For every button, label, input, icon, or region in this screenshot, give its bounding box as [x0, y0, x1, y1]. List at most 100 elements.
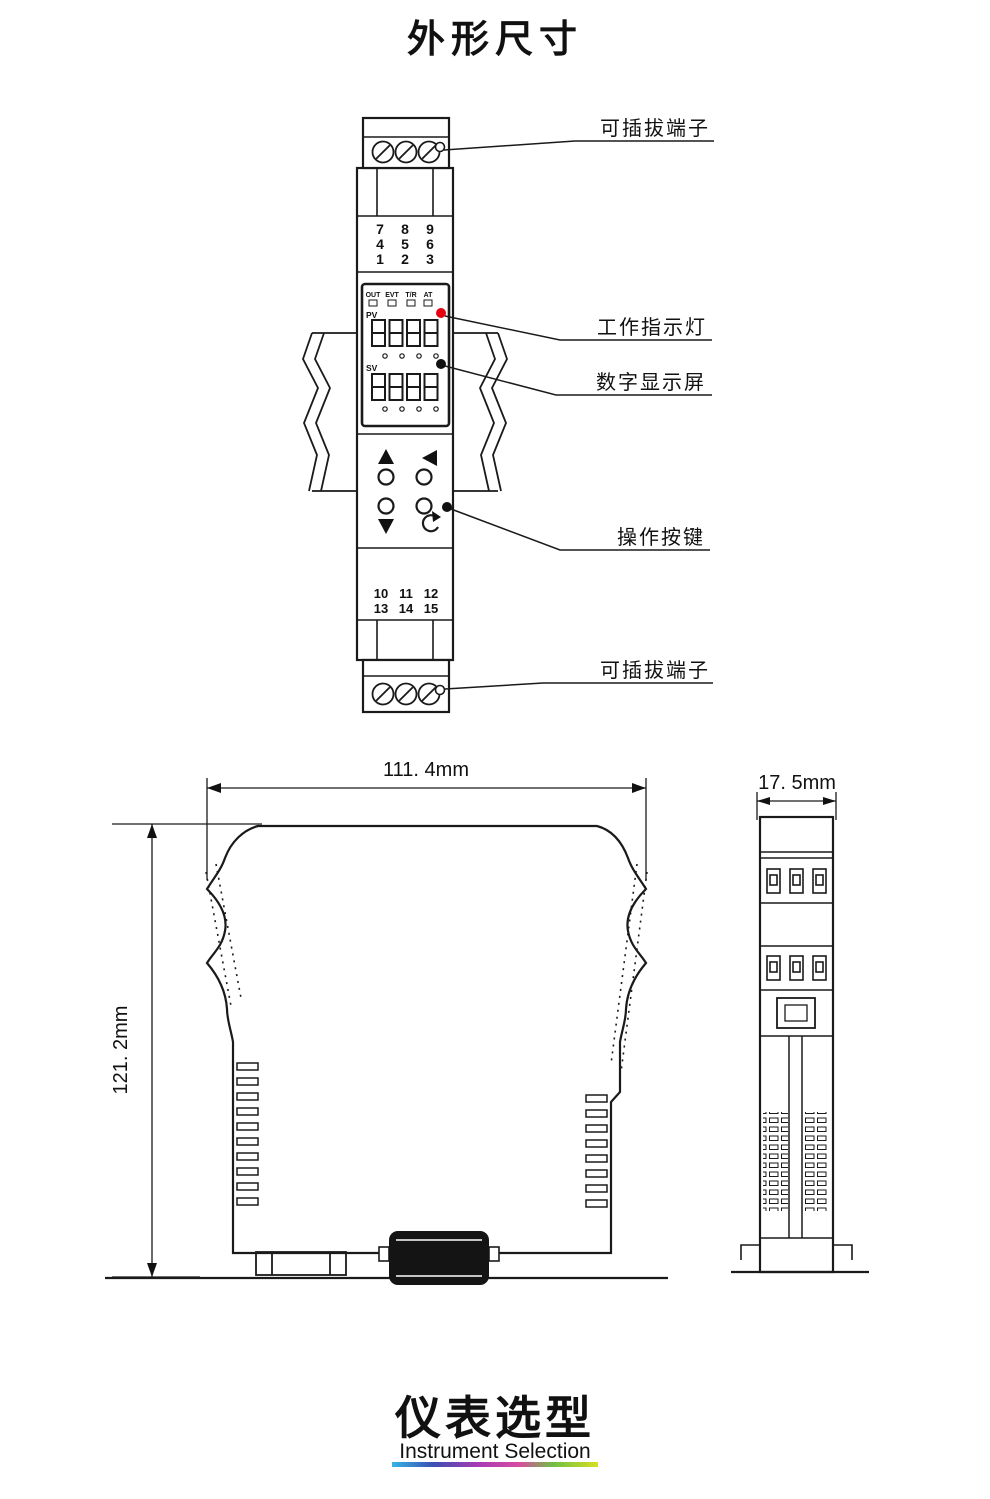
dim-arrow-left [207, 783, 221, 793]
up-key-button [377, 468, 395, 486]
page-title: 外形尺寸 [407, 19, 583, 61]
side-din-rail [740, 1244, 853, 1260]
terminal-cover-dotted-lines [205, 863, 648, 1073]
callout-labels: 可插拔端子 工作指示灯 数字显示屏 操作按键 可插拔端子 [596, 117, 710, 682]
enter-key-button [415, 497, 433, 515]
dimension-depth [756, 792, 837, 820]
terminal-number: 15 [424, 601, 438, 616]
terminal-numbers-bottom: 10 11 12 13 14 15 [374, 586, 438, 616]
status-led [423, 299, 433, 307]
side-profile-view [731, 815, 869, 1274]
top-terminal-block [361, 116, 451, 170]
down-key-button [377, 497, 395, 515]
decimal-dot [399, 406, 405, 412]
digital-display-unit: OUT EVT T/R AT PV [360, 282, 451, 428]
footer-section: 仪表选型 Instrument Selection [392, 1392, 598, 1467]
side-latch [776, 997, 816, 1029]
dimension-width [206, 778, 647, 880]
callout-anchor-top-terminal [434, 141, 446, 153]
left-arrow-key-icon [422, 450, 437, 466]
side-terminals-row2 [766, 955, 827, 981]
leader-display [444, 365, 712, 396]
leader-terminal-bottom [444, 682, 713, 690]
sv-label: SV [366, 363, 378, 373]
bottom-collar [357, 619, 453, 660]
din-rail-left-edges [312, 332, 357, 492]
top-collar [357, 168, 453, 273]
side-terminals-row1 [766, 868, 827, 894]
housing-outline [205, 824, 648, 1255]
callout-digital-display: 数字显示屏 [596, 371, 706, 394]
terminal-number: 14 [399, 601, 414, 616]
din-rail-right-break-inner [479, 332, 496, 492]
terminal-number: 10 [374, 586, 388, 601]
din-clip-block [378, 1231, 500, 1285]
pv-label: PV [366, 310, 378, 320]
dimension-height [112, 823, 262, 1278]
status-led [406, 299, 416, 307]
status-led [368, 299, 378, 307]
status-led [387, 299, 397, 307]
keypad [357, 433, 453, 549]
up-arrow-key-icon [378, 449, 394, 464]
dim-arrow-right [823, 797, 836, 805]
decimal-dot [433, 406, 439, 412]
enter-loop-arrowhead [432, 511, 441, 522]
terminal-number: 7 [376, 221, 384, 237]
pv-display: PV [366, 310, 439, 359]
down-arrow-key-icon [378, 519, 394, 534]
decimal-dot [382, 406, 388, 412]
terminal-numbers-top: 7 8 9 4 5 6 1 2 3 [376, 221, 434, 267]
terminal-number: 5 [401, 236, 409, 252]
terminal-number: 11 [399, 586, 413, 601]
terminal-number: 2 [401, 251, 409, 267]
decimal-dot [399, 353, 405, 359]
terminal-number: 1 [376, 251, 384, 267]
width-dimension-label: 111. 4mm [383, 759, 469, 781]
dim-arrow-right [632, 783, 646, 793]
callout-indicator-light: 工作指示灯 [597, 316, 707, 339]
callout-anchor-bottom-terminal [434, 684, 446, 696]
decimal-dot [416, 406, 422, 412]
leader-indicator [444, 315, 712, 341]
terminal-number: 9 [426, 221, 434, 237]
callout-terminal-bottom: 可插拔端子 [600, 659, 710, 682]
sv-display: SV [366, 363, 439, 412]
callout-leaders [443, 140, 714, 690]
enter-loop-icon [421, 514, 439, 533]
decimal-dot [416, 353, 422, 359]
terminal-number: 3 [426, 251, 434, 267]
side-vent-grid-left [763, 1112, 788, 1211]
terminal-number: 4 [376, 236, 384, 252]
decimal-dot [433, 353, 439, 359]
dim-arrow-down [147, 1263, 157, 1277]
din-rail-right-break-outer [491, 332, 508, 492]
bottom-terminal-block [361, 658, 451, 714]
decimal-dot [382, 353, 388, 359]
vent-slots-left [236, 1062, 259, 1206]
callout-anchor-display [436, 359, 446, 369]
callout-terminal-top: 可插拔端子 [600, 117, 710, 140]
footer-gradient-bar [392, 1462, 598, 1467]
base-foot-block [255, 1251, 347, 1276]
vent-slots-right [585, 1094, 608, 1208]
footer-subtitle: Instrument Selection [399, 1440, 590, 1463]
status-indicator-row: OUT EVT T/R AT [366, 292, 446, 318]
depth-dimension-label: 17. 5mm [758, 772, 836, 794]
display-bezel [360, 282, 451, 428]
callout-anchor-keys [442, 502, 452, 512]
din-rail [302, 332, 508, 492]
terminal-number: 8 [401, 221, 409, 237]
din-rail-left-break-outer [302, 332, 319, 492]
terminal-number: 6 [426, 236, 434, 252]
status-label-out: OUT [366, 292, 382, 299]
left-key-button [415, 468, 433, 486]
housing-profile-view [105, 824, 668, 1285]
leader-terminal-top [443, 140, 714, 151]
terminal-number: 12 [424, 586, 438, 601]
din-rail-left-break-inner [314, 332, 331, 492]
dim-arrow-left [757, 797, 770, 805]
leader-keys [450, 508, 710, 551]
